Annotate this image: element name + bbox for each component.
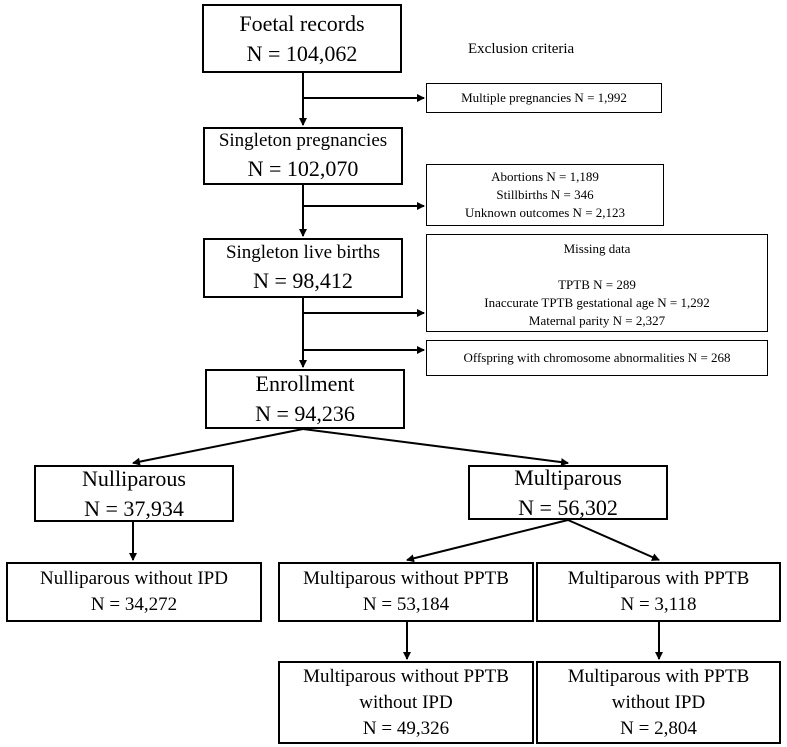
chromosome-abnormalities-box: Offspring with chromosome abnormalities … — [426, 340, 768, 376]
multiparous-without-pptb-without-ipd-line1: Multiparous without PPTB — [303, 665, 509, 687]
arrow-multi-to-no-pptb — [406, 519, 569, 563]
nulliparous-without-ipd-box: Nulliparous without IPD N = 34,272 — [6, 562, 262, 622]
multiparous-with-pptb-without-ipd-count: N = 2,804 — [620, 717, 697, 739]
singleton-pregnancies-title: Singleton pregnancies — [218, 130, 388, 151]
multiple-pregnancies-text: Multiple pregnancies N = 1,992 — [461, 90, 627, 105]
multiparous-without-pptb-count: N = 53,184 — [362, 594, 450, 615]
foetal-records-count: N = 104,062 — [246, 40, 358, 66]
exclusion-criteria-label: Exclusion criteria — [468, 41, 575, 57]
unknown-outcomes-text: Unknown outcomes N = 2,123 — [464, 205, 626, 220]
tptb-text: TPTB N = 289 — [558, 277, 636, 292]
enrollment-title: Enrollment — [255, 371, 355, 396]
multiparous-box: Multiparous N = 56,302 — [468, 465, 668, 520]
nulliparous-title: Nulliparous — [82, 465, 186, 491]
multiparous-without-pptb-title: Multiparous without PPTB — [303, 568, 509, 589]
enrollment-box: Enrollment N = 94,236 — [205, 369, 405, 429]
multiparous-with-pptb-without-ipd-box: Multiparous with PPTB without IPD N = 2,… — [536, 661, 781, 744]
multiparous-with-pptb-box: Multiparous with PPTB N = 3,118 — [536, 562, 781, 622]
nulliparous-without-ipd-count: N = 34,272 — [90, 594, 178, 615]
singleton-live-births-box: Singleton live births N = 98,412 — [203, 238, 403, 298]
maternal-parity-text: Maternal parity N = 2,327 — [528, 313, 666, 328]
multiparous-count: N = 56,302 — [518, 494, 618, 520]
singleton-live-births-count: N = 98,412 — [253, 268, 353, 293]
arrow-enrollment-to-nulliparous — [132, 428, 304, 466]
multiparous-without-pptb-without-ipd-box: Multiparous without PPTB without IPD N =… — [278, 661, 534, 744]
nulliparous-count: N = 37,934 — [84, 495, 184, 521]
singleton-live-births-title: Singleton live births — [225, 242, 381, 263]
arrow-enrollment-to-multiparous — [302, 428, 569, 467]
multiparous-with-pptb-without-ipd-line2: without IPD — [611, 691, 706, 713]
singleton-pregnancies-count: N = 102,070 — [247, 156, 359, 181]
multiparous-without-pptb-box: Multiparous without PPTB N = 53,184 — [278, 562, 534, 622]
multiparous-without-pptb-without-ipd-count: N = 49,326 — [362, 717, 450, 739]
multiparous-with-pptb-without-ipd-line1: Multiparous with PPTB — [567, 665, 750, 687]
inaccurate-tptb-text: Inaccurate TPTB gestational age N = 1,29… — [484, 295, 710, 310]
exclusions-outcomes-box: Abortions N = 1,189 Stillbirths N = 346 … — [426, 164, 664, 226]
multiparous-with-pptb-count: N = 3,118 — [620, 594, 697, 615]
multiparous-title: Multiparous — [514, 464, 622, 490]
nulliparous-box: Nulliparous N = 37,934 — [34, 465, 234, 522]
chromosome-abnormalities-text: Offspring with chromosome abnormalities … — [463, 350, 731, 365]
multiparous-without-pptb-without-ipd-line2: without IPD — [359, 691, 453, 713]
missing-data-box: Missing data TPTB N = 289 Inaccurate TPT… — [426, 234, 768, 332]
multiple-pregnancies-box: Multiple pregnancies N = 1,992 — [426, 83, 662, 113]
nulliparous-without-ipd-title: Nulliparous without IPD — [40, 568, 228, 589]
enrollment-count: N = 94,236 — [255, 401, 355, 426]
foetal-records-box: Foetal records N = 104,062 — [202, 4, 402, 73]
singleton-pregnancies-box: Singleton pregnancies N = 102,070 — [203, 127, 403, 185]
missing-data-title: Missing data — [563, 241, 631, 256]
multiparous-with-pptb-title: Multiparous with PPTB — [567, 568, 750, 589]
abortions-text: Abortions N = 1,189 — [491, 169, 599, 184]
foetal-records-title: Foetal records — [239, 10, 365, 36]
arrow-multi-to-pptb — [567, 519, 660, 561]
stillbirths-text: Stillbirths N = 346 — [496, 187, 594, 202]
